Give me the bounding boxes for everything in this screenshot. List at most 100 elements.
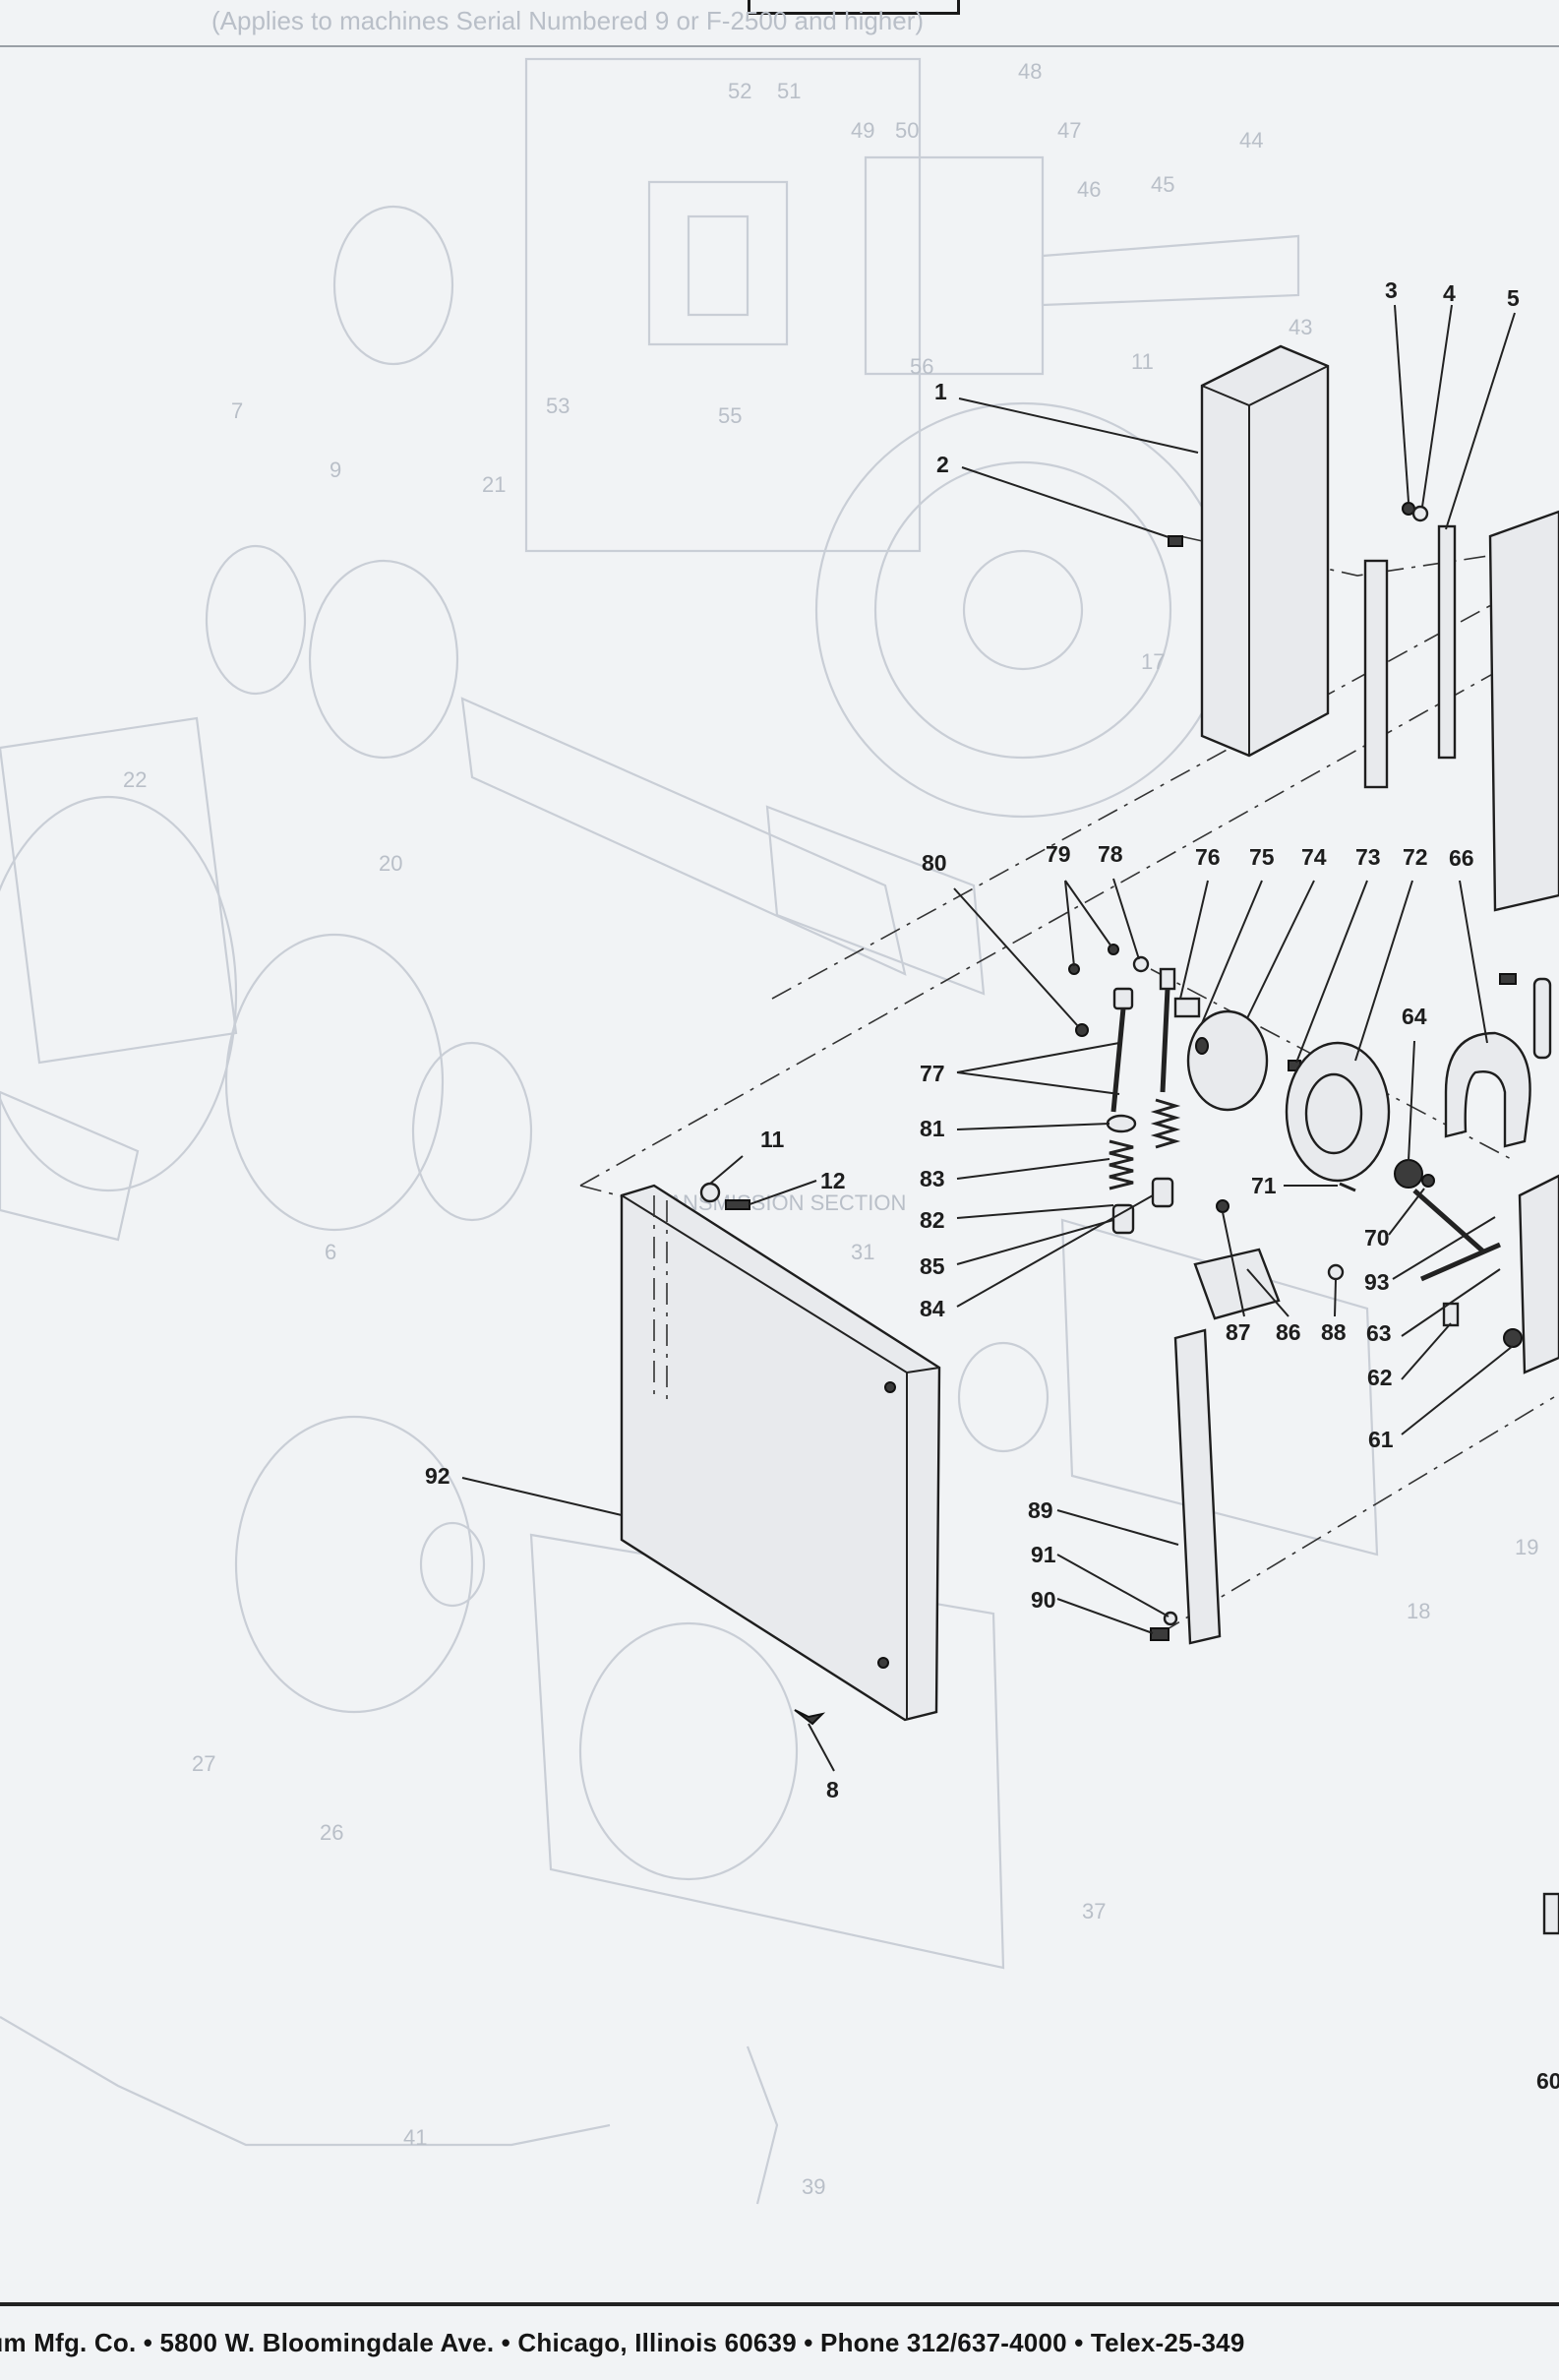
bar-part-89 xyxy=(1173,1328,1222,1645)
ghost-label: 31 xyxy=(851,1240,874,1264)
ghost-big-gear xyxy=(814,401,1231,819)
leader-12 xyxy=(749,1180,817,1205)
leader-80 xyxy=(953,887,1079,1027)
callout-73: 73 xyxy=(1355,844,1381,870)
ghost-inset-box xyxy=(524,57,922,553)
ghost-seal xyxy=(205,544,307,696)
ghost-shaft xyxy=(460,697,907,976)
callout-3: 3 xyxy=(1385,277,1398,303)
callout-83: 83 xyxy=(920,1166,945,1191)
rod-part-77 xyxy=(1110,1007,1126,1113)
leader-70 xyxy=(1388,1188,1425,1236)
ghost-label: 19 xyxy=(1515,1535,1538,1559)
screw-part-8 xyxy=(794,1709,826,1726)
flange-bore xyxy=(1304,1072,1363,1155)
ghost-label: 27 xyxy=(192,1751,215,1776)
ghost-label: 44 xyxy=(1239,128,1263,153)
panel-part-92 xyxy=(620,1184,941,1722)
ghost-spline xyxy=(765,805,986,996)
ghost-bearing-1 xyxy=(332,205,454,366)
leader-75 xyxy=(1201,880,1263,1024)
callout-66: 66 xyxy=(1449,845,1474,871)
leader-8 xyxy=(808,1723,835,1772)
callout-8: 8 xyxy=(826,1777,839,1802)
callout-89: 89 xyxy=(1028,1497,1053,1523)
leader-5 xyxy=(1445,312,1516,530)
callout-77: 77 xyxy=(920,1061,945,1086)
callout-90: 90 xyxy=(1031,1587,1056,1613)
washer-part-78 xyxy=(1132,955,1150,973)
spring-part xyxy=(1150,1098,1181,1149)
ghost-background: 52 51 48 49 50 47 46 45 44 43 53 55 56 7… xyxy=(0,57,1538,2205)
ghost-label: 11 xyxy=(1131,349,1154,374)
ghost-label: 41 xyxy=(403,2125,427,2150)
assembly-line xyxy=(1160,1396,1555,1634)
rod-part-77b xyxy=(1160,988,1170,1093)
washer-part-4 xyxy=(1411,505,1429,522)
ghost-label: 53 xyxy=(546,394,570,418)
ghost-housing-left xyxy=(0,795,238,1192)
ghost-gearbox xyxy=(647,180,789,346)
ghost-motor-end xyxy=(578,1621,799,1881)
ghost-pulley-2 xyxy=(411,1041,533,1222)
lever-part-70 xyxy=(1412,1189,1485,1253)
ghost-gear-hub xyxy=(962,549,1084,671)
ghost-label: 43 xyxy=(1289,315,1312,339)
exploded-parts-drawing: (Applies to machines Serial Numbered 9 o… xyxy=(0,6,1559,2205)
ghost-label: 47 xyxy=(1057,118,1081,143)
callout-61: 61 xyxy=(1368,1427,1394,1452)
leader-62 xyxy=(1401,1322,1452,1380)
callout-92: 92 xyxy=(425,1463,450,1489)
cover-edge xyxy=(1201,365,1329,756)
callout-88: 88 xyxy=(1321,1319,1347,1345)
screw-part-79b xyxy=(1108,944,1119,955)
nut-part-62 xyxy=(1503,1328,1523,1348)
ghost-label: 21 xyxy=(482,472,506,497)
washer-part-11 xyxy=(699,1182,721,1203)
ghost-bearing-2 xyxy=(308,559,459,760)
ghost-label: 52 xyxy=(728,79,751,103)
leader-76 xyxy=(1179,880,1209,1000)
ghost-pulley xyxy=(224,933,445,1232)
leader-1 xyxy=(958,397,1199,454)
callout-70: 70 xyxy=(1364,1225,1390,1251)
ghost-bracket xyxy=(0,716,238,1065)
strip-part-5 xyxy=(1437,524,1457,760)
footer-rule xyxy=(0,2302,1559,2306)
ghost-label: 9 xyxy=(330,458,341,482)
spring-part-83 xyxy=(1109,1139,1134,1190)
ghost-label: 7 xyxy=(231,398,243,423)
leader-87 xyxy=(1222,1211,1245,1317)
leader-73 xyxy=(1295,880,1368,1064)
callout-86: 86 xyxy=(1276,1319,1301,1345)
screw-part-80 xyxy=(1075,1023,1089,1037)
callout-60: 60 xyxy=(1536,2068,1559,2094)
callout-84: 84 xyxy=(920,1296,945,1321)
callout-93: 93 xyxy=(1364,1269,1390,1295)
ghost-label: 37 xyxy=(1082,1899,1106,1923)
callout-63: 63 xyxy=(1366,1320,1392,1346)
plate-part xyxy=(1488,510,1559,912)
leader-88 xyxy=(1334,1278,1337,1317)
leader-93 xyxy=(1392,1216,1496,1280)
leader-64 xyxy=(1408,1040,1415,1162)
strip-part xyxy=(1363,559,1389,789)
leader-72 xyxy=(1354,880,1413,1062)
callout-62: 62 xyxy=(1367,1365,1393,1390)
ghost-label: 26 xyxy=(320,1820,343,1845)
ghost-label: 50 xyxy=(895,118,919,143)
plate-hub xyxy=(1195,1037,1209,1055)
ghost-label: 17 xyxy=(1141,649,1165,674)
leader-63 xyxy=(1401,1268,1501,1337)
screw-part xyxy=(1499,973,1517,985)
washer-part-81 xyxy=(1106,1114,1137,1133)
leader-78 xyxy=(1112,878,1140,960)
housing-part-61 xyxy=(1518,1174,1559,1374)
ghost-housing xyxy=(864,155,1045,376)
rod-end-part xyxy=(1159,967,1176,991)
leader-66 xyxy=(1459,880,1488,1044)
leader-86 xyxy=(1246,1268,1289,1317)
pin-part-71 xyxy=(1339,1182,1356,1192)
ghost-plate xyxy=(0,1090,140,1242)
